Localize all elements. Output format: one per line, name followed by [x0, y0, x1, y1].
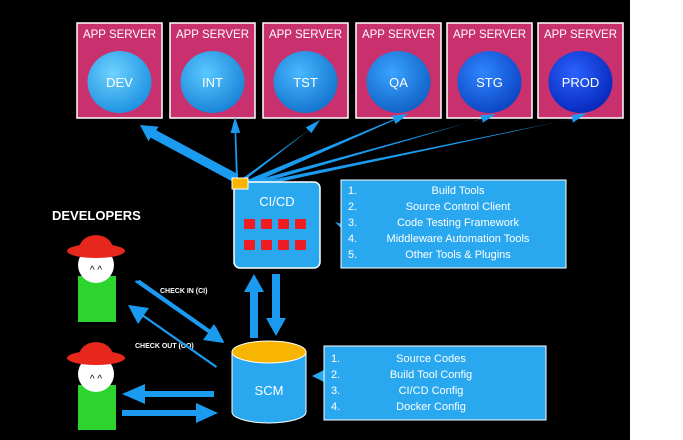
arrow-to-qa: [240, 114, 408, 188]
server-dev: APP SERVER DEV: [76, 22, 163, 119]
list-item: Build Tool Config: [390, 369, 472, 381]
scm-body: [231, 351, 307, 424]
server-stg: APP SERVER STG: [446, 22, 533, 119]
tst-circle: [273, 51, 338, 113]
scm-list-pointer: [312, 370, 324, 382]
developer-eyes: ^ ^: [90, 265, 102, 276]
server-header: APP SERVER: [176, 29, 249, 41]
arrow-cicd-to-scm: [266, 274, 286, 336]
int-circle: [180, 51, 245, 113]
list-num: 1.: [331, 353, 340, 365]
list-num: 2.: [348, 201, 357, 213]
server-header: APP SERVER: [83, 29, 156, 41]
list-item: Middleware Automation Tools: [387, 233, 530, 245]
list-num: 4.: [331, 401, 340, 413]
arrow-scm-to-cicd: [244, 274, 264, 338]
server-prod: APP SERVER PROD: [537, 22, 624, 119]
scm-contents-list: 1. Source Codes 2. Build Tool Config 3. …: [312, 345, 547, 421]
list-num: 3.: [331, 385, 340, 397]
server-header: APP SERVER: [269, 29, 342, 41]
list-item: Other Tools & Plugins: [405, 249, 511, 261]
list-num: 2.: [331, 369, 340, 381]
dev-circle: [87, 51, 152, 113]
arrow-to-tst: [238, 120, 320, 183]
cicd-connector: [231, 177, 249, 190]
list-item: Source Control Client: [406, 201, 511, 213]
env-label-dev: DEV: [106, 75, 133, 90]
list-item: Build Tools: [432, 185, 485, 197]
arrow-scm-to-developer: [122, 384, 214, 404]
list-item: Docker Config: [396, 401, 466, 413]
env-label-stg: STG: [476, 75, 503, 90]
env-label-tst: TST: [293, 75, 318, 90]
developer-eyes: ^ ^: [90, 374, 102, 385]
check-in-label: CHECK IN (CI): [160, 288, 207, 295]
server-qa: APP SERVER QA: [355, 22, 442, 119]
developer-2: ^ ^: [67, 342, 125, 430]
list-num: 3.: [348, 217, 357, 229]
env-label-int: INT: [202, 75, 223, 90]
cicd-tools-list: 1. Build Tools 2. Source Control Client …: [335, 179, 567, 269]
check-arrows: [128, 279, 224, 368]
scm-label: SCM: [255, 383, 284, 398]
cicd-label: CI/CD: [259, 194, 294, 209]
developer-body: [78, 385, 116, 430]
server-int: APP SERVER INT: [169, 22, 256, 119]
env-label-prod: PROD: [562, 75, 600, 90]
arrow-check-out: [128, 305, 217, 368]
check-out-label: CHECK OUT (CO): [135, 343, 194, 350]
arrow-to-int: [230, 117, 241, 178]
hat-crown: [78, 235, 114, 251]
scm-repository: SCM: [231, 340, 307, 424]
stg-circle: [457, 51, 522, 113]
list-item: Source Codes: [396, 353, 466, 365]
developers-title: DEVELOPERS: [52, 208, 141, 223]
arrow-to-prod: [243, 113, 587, 190]
list-num: 4.: [348, 233, 357, 245]
cicd-scm-arrows: [244, 274, 286, 338]
developer-1: ^ ^: [67, 235, 125, 322]
server-header: APP SERVER: [544, 29, 617, 41]
list-num: 5.: [348, 249, 357, 261]
developer-face: [78, 356, 114, 392]
arrow-check-in-thick: [135, 280, 224, 343]
scm-cap: [231, 340, 307, 364]
arrow-to-dev: [140, 125, 239, 182]
cicd-red-squares: [244, 219, 306, 250]
hat-crown: [78, 342, 114, 358]
prod-circle: [548, 51, 613, 113]
arrow-to-stg: [242, 114, 496, 189]
server-tst: APP SERVER TST: [262, 22, 349, 119]
list-num: 1.: [348, 185, 357, 197]
env-label-qa: QA: [389, 75, 408, 90]
qa-circle: [366, 51, 431, 113]
list-item: CI/CD Config: [399, 385, 464, 397]
server-header: APP SERVER: [362, 29, 435, 41]
cicd-server: CI/CD: [231, 177, 321, 269]
arrow-developer-to-scm: [122, 403, 218, 423]
developer-body: [78, 276, 116, 322]
deploy-arrows: [140, 113, 587, 190]
server-header: APP SERVER: [453, 29, 526, 41]
list-item: Code Testing Framework: [397, 217, 520, 229]
scm-developer-arrows: [122, 384, 218, 423]
